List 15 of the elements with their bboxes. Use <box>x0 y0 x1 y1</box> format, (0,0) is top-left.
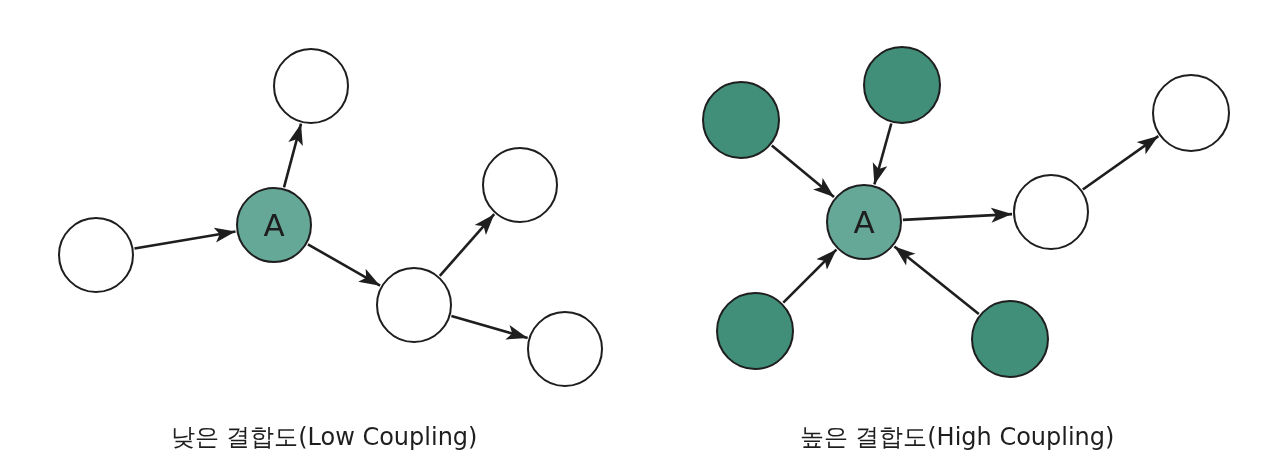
arrow <box>451 314 528 340</box>
arrow <box>872 123 893 185</box>
arrow <box>134 227 236 250</box>
node-circle: A <box>826 184 902 260</box>
caption: 높은 결합도(High Coupling) <box>799 422 1115 453</box>
node-circle: A <box>236 187 312 263</box>
arrow <box>1082 135 1160 191</box>
caption: 낮은 결합도(Low Coupling) <box>170 422 478 453</box>
arrow <box>782 248 838 304</box>
arrow <box>438 213 496 277</box>
arrow <box>307 243 381 287</box>
arrow <box>893 245 980 315</box>
arrow <box>282 123 303 188</box>
arrow <box>770 144 835 199</box>
arrow <box>902 207 1013 223</box>
